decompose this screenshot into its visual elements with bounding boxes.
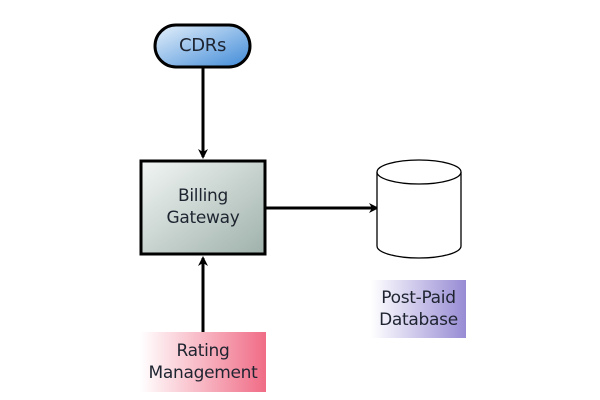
database-cylinder-icon <box>376 159 462 259</box>
billing-gateway-node <box>139 159 267 256</box>
rating-line2: Management <box>148 363 258 383</box>
database-label: Post-Paid Database <box>366 287 471 331</box>
rating-line1: Rating <box>176 341 230 361</box>
database-line2: Database <box>379 310 458 330</box>
cdrs-label: CDRs <box>178 35 227 56</box>
billing-gateway-label: Billing Gateway <box>141 185 265 229</box>
billing-gateway-line1: Billing <box>177 186 229 206</box>
rating-management-node <box>140 332 266 392</box>
billing-gateway-line2: Gateway <box>166 208 240 228</box>
database-line1: Post-Paid <box>381 288 456 308</box>
rating-management-label: Rating Management <box>135 340 271 384</box>
database-label-bg <box>371 280 466 338</box>
